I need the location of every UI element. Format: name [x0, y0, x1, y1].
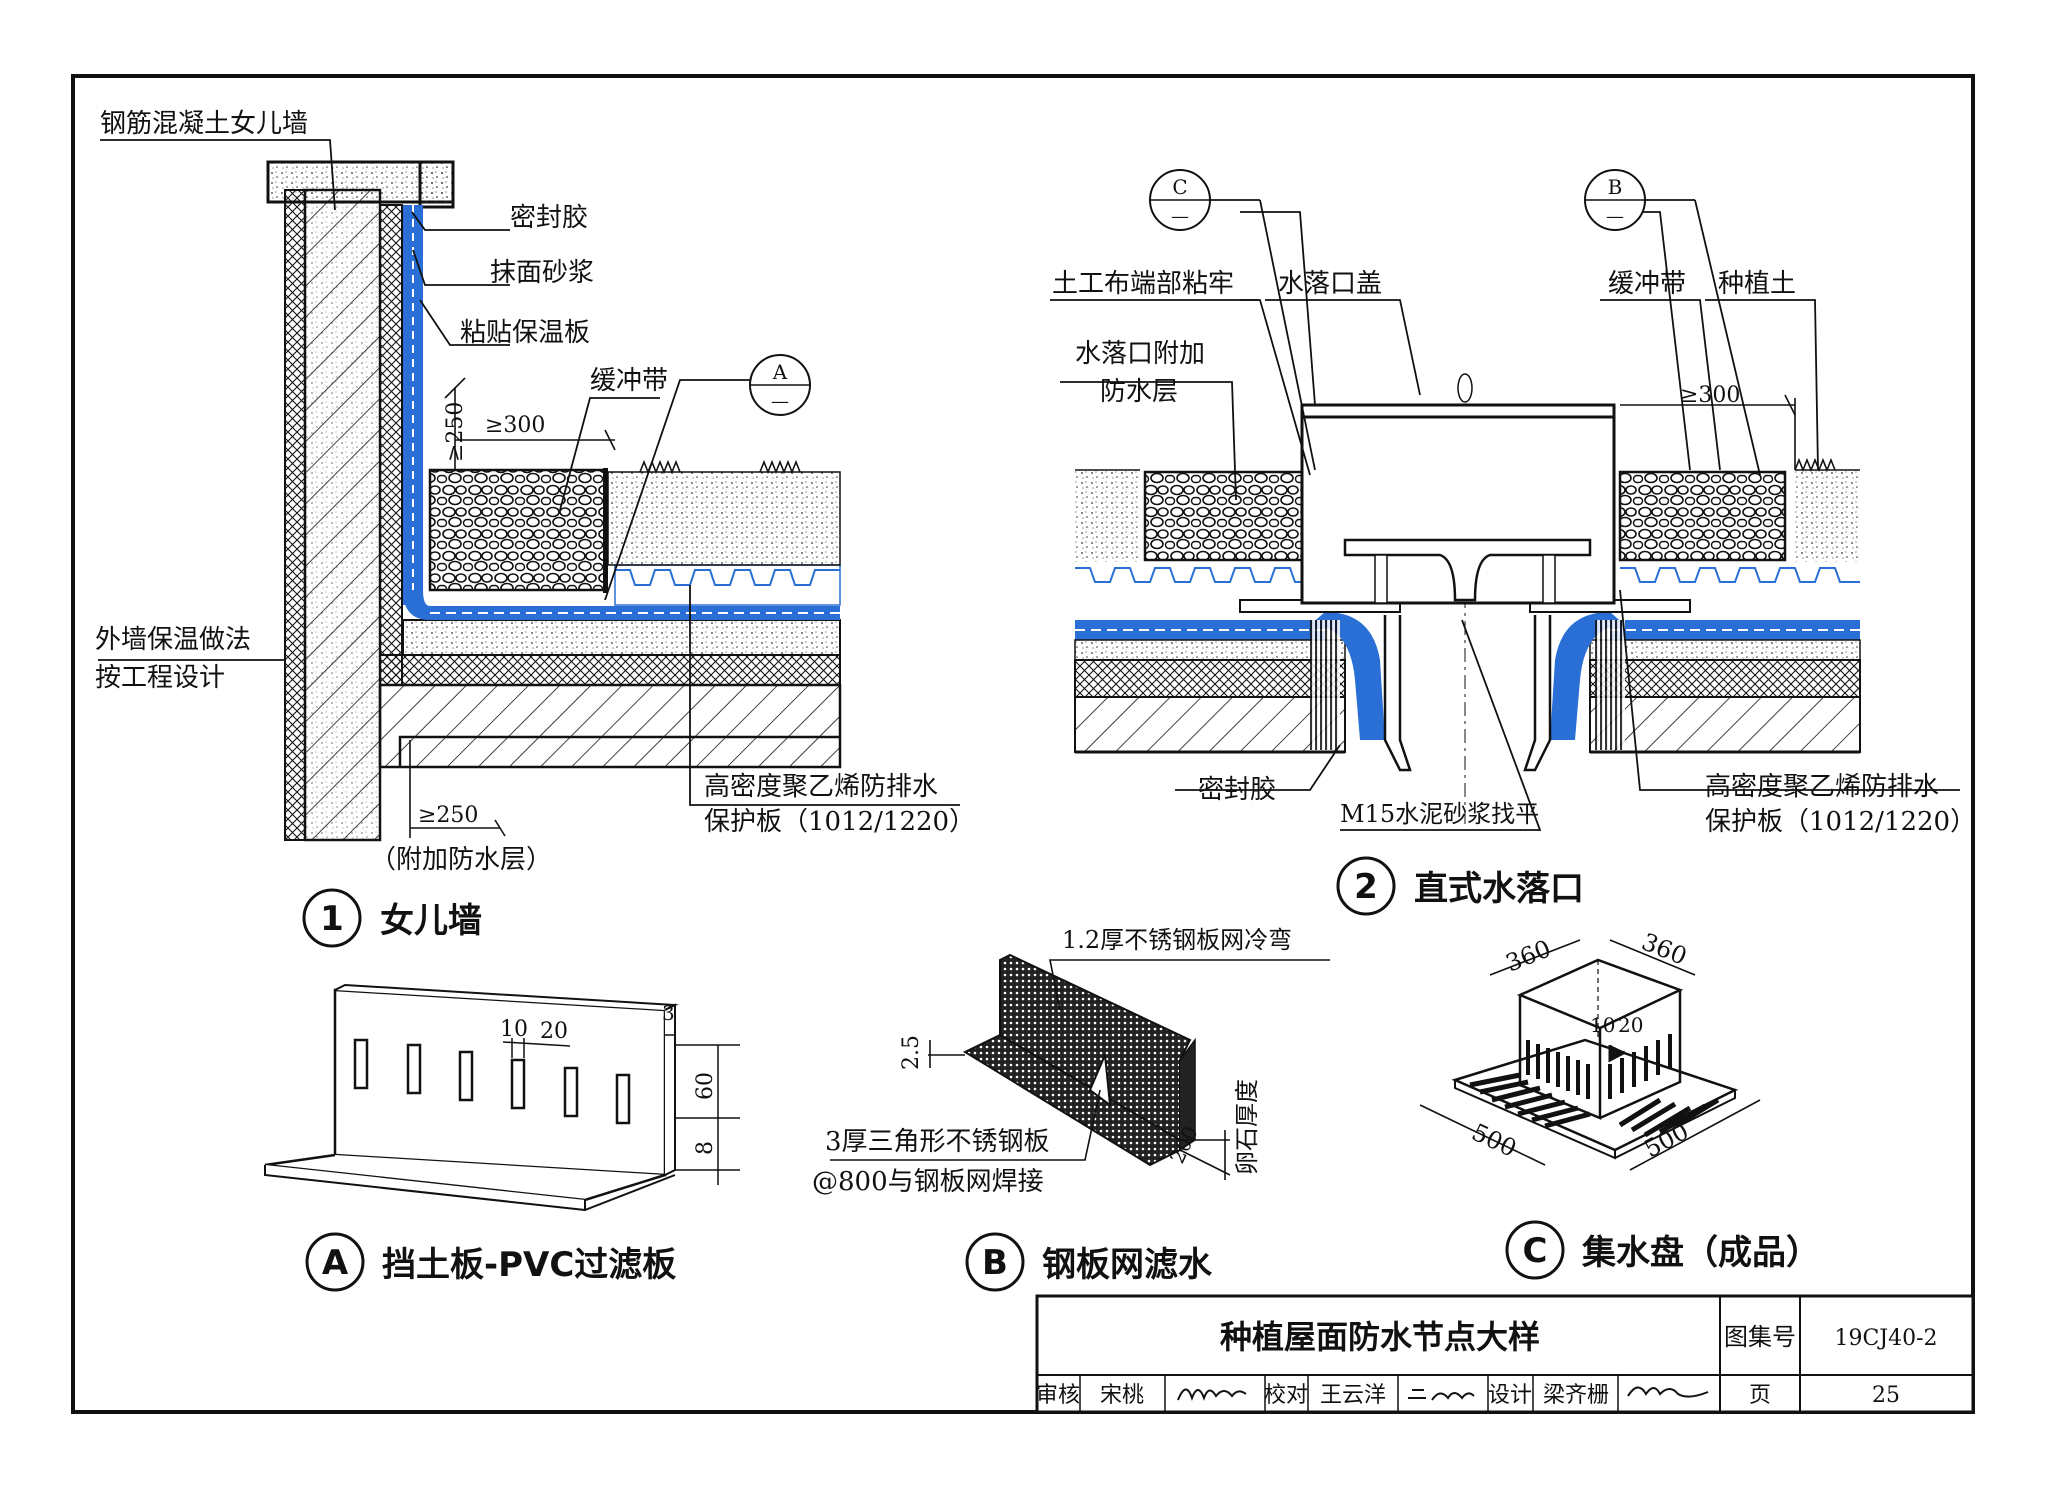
drain-pipe	[1383, 615, 1412, 772]
dim-2-w300: ≥300	[1680, 383, 1740, 408]
designer-signature	[1627, 1386, 1709, 1398]
waterproof-layer-right	[1610, 620, 1860, 640]
dim-h250: ≥250	[443, 402, 468, 462]
label-extra-layer: （附加防水层）	[370, 845, 552, 875]
callout-b-letter: B	[1608, 175, 1623, 199]
page-number: 25	[1872, 1383, 1900, 1408]
detail-b-steel-mesh: 1.2厚不锈钢板网冷弯 2.5 3厚三角形不锈钢板 @800与钢板网焊接 200…	[812, 926, 1330, 1292]
label-buffer-2: 缓冲带	[1608, 269, 1686, 299]
dim-a-60: 60	[693, 1072, 718, 1100]
detail-c-collection-tray: 360 360 500 500 10 20 C 集水盘（成品）	[1419, 928, 1820, 1280]
drainage-board	[615, 569, 840, 586]
design-label: 设计	[1488, 1383, 1532, 1408]
label-plate-1: 3厚三角形不锈钢板	[825, 1127, 1050, 1157]
label-soil: 种植土	[1718, 269, 1796, 299]
detail-2-number: 2	[1354, 867, 1378, 907]
callout-b-dash: —	[1606, 206, 1624, 227]
label-mortar: M15水泥砂浆找平	[1340, 800, 1539, 828]
detail-1-title: 女儿墙	[380, 901, 482, 941]
callout-c-letter: C	[1172, 175, 1187, 199]
detail-b-title: 钢板网滤水	[1042, 1245, 1213, 1285]
detail-a-title: 挡土板-PVC过滤板	[382, 1245, 676, 1285]
callout-a-dash: —	[771, 391, 789, 412]
gravel-right	[1618, 470, 1787, 562]
label-ext-insulation-2: 按工程设计	[95, 663, 225, 693]
atlas-label: 图集号	[1724, 1323, 1796, 1351]
label-geotextile: 土工布端部粘牢	[1052, 269, 1234, 299]
label-pebble: 卵石厚度	[1233, 1079, 1261, 1175]
triangle-steel-plate	[1088, 1054, 1112, 1108]
label-ext-insulation-1: 外墙保温做法	[95, 625, 251, 655]
dim-w300: ≥300	[485, 413, 545, 438]
dim-b250: ≥250	[418, 803, 478, 828]
detail-b-letter: B	[982, 1243, 1008, 1283]
dim-c-t2: 360	[1638, 928, 1691, 971]
detail-2-drain: ≥300 C — B — 土工布端部粘牢 水落口盖 水落口附加 防水层 缓冲带 …	[1050, 169, 1976, 916]
label-hdpe-2-2: 保护板（1012/1220）	[1705, 807, 1976, 837]
designer-name: 梁齐栅	[1543, 1383, 1609, 1408]
sheet-border	[71, 74, 1975, 1414]
label-extra-2: 防水层	[1100, 377, 1178, 407]
label-plaster: 抹面砂浆	[490, 258, 594, 288]
grass-symbol	[639, 459, 801, 475]
callout-a-letter: A	[772, 360, 788, 384]
dim-c-b1: 500	[1467, 1118, 1520, 1163]
label-sealant: 密封胶	[510, 203, 588, 233]
waterproof-layer-left	[1075, 620, 1325, 640]
callout-c-dash: —	[1171, 206, 1189, 227]
gravel-buffer	[428, 468, 607, 592]
label-mesh: 1.2厚不锈钢板网冷弯	[1062, 926, 1292, 954]
checker-signature	[1408, 1389, 1475, 1401]
filter-slots	[353, 1038, 631, 1125]
label-sealant-2: 密封胶	[1198, 775, 1276, 805]
check-label: 校对	[1264, 1383, 1308, 1408]
detail-2-title: 直式水落口	[1414, 869, 1584, 909]
label-extra-1: 水落口附加	[1075, 339, 1205, 369]
label-buffer: 缓冲带	[590, 366, 668, 396]
page-label: 页	[1749, 1383, 1771, 1408]
detail-a-filter-plate: 3 10 20 60 8 A 挡土板-PVC过滤板	[264, 983, 740, 1292]
detail-c-title: 集水盘（成品）	[1581, 1233, 1820, 1273]
inner-insulation	[379, 204, 403, 686]
detail-1-number: 1	[320, 899, 344, 939]
reviewer-name: 宋桃	[1100, 1383, 1144, 1408]
detail-c-letter: C	[1523, 1231, 1548, 1271]
label-hdpe-2: 保护板（1012/1220）	[704, 807, 975, 837]
roof-slab	[378, 683, 842, 769]
dim-b-25: 2.5	[899, 1035, 924, 1070]
title-block: 种植屋面防水节点大样 图集号 19CJ40-2 审核 宋桃 校对 王云洋 设计 …	[1035, 1294, 1975, 1414]
label-parapet: 钢筋混凝土女儿墙	[100, 109, 308, 139]
dim-a-10: 10	[500, 1017, 528, 1042]
dim-a-3: 3	[662, 1001, 675, 1025]
sheet-title: 种植屋面防水节点大样	[1220, 1318, 1540, 1356]
dim-a-8: 8	[693, 1141, 718, 1155]
exterior-insulation	[284, 189, 306, 841]
drainage-board-left	[1075, 567, 1310, 583]
label-drain-cover: 水落口盖	[1278, 269, 1382, 299]
label-hdpe-2-1: 高密度聚乙烯防排水	[1705, 772, 1939, 802]
tray-ribs	[1469, 1072, 1720, 1138]
atlas-number: 19CJ40-2	[1834, 1326, 1937, 1351]
checker-name: 王云洋	[1320, 1383, 1386, 1408]
dim-a-20: 20	[540, 1019, 568, 1044]
detail-a-letter: A	[322, 1243, 349, 1283]
dim-c-i1: 10	[1590, 1013, 1615, 1037]
dim-c-t1: 360	[1502, 934, 1555, 977]
label-insulation: 粘贴保温板	[460, 318, 590, 348]
detail-1-parapet: A — ≥250 ≥300 ≥250 钢筋混凝土女儿墙 密封胶 抹面砂浆 粘贴保…	[95, 109, 975, 948]
planting-soil	[607, 471, 841, 566]
label-hdpe-1: 高密度聚乙烯防排水	[704, 772, 938, 802]
label-plate-2: @800与钢板网焊接	[812, 1167, 1044, 1197]
gravel-left	[1143, 470, 1312, 562]
drainage-board-right	[1620, 567, 1860, 583]
dim-c-i2: 20	[1618, 1013, 1643, 1037]
reviewer-signature	[1177, 1388, 1247, 1401]
tray-slots	[1526, 1034, 1672, 1099]
review-label: 审核	[1036, 1383, 1080, 1408]
